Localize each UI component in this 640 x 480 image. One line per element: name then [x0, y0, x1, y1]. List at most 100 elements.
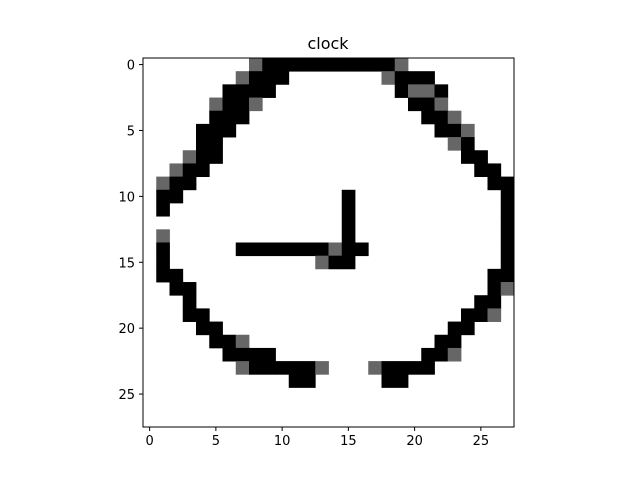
- image-cell: [209, 97, 223, 112]
- image-cell: [421, 347, 435, 362]
- image-cell: [487, 282, 502, 296]
- image-cell: [156, 189, 170, 204]
- y-tick-label: 15: [118, 256, 135, 271]
- image-cell: [368, 361, 382, 375]
- image-cell: [288, 361, 303, 375]
- image-cell: [461, 308, 475, 322]
- image-cell: [328, 242, 343, 257]
- image-cell: [315, 242, 329, 257]
- image-cell: [381, 71, 396, 85]
- image-cell: [421, 71, 435, 85]
- image-cell: [209, 123, 223, 138]
- image-cell: [235, 347, 250, 362]
- image-cell: [394, 84, 409, 98]
- image-cell: [222, 84, 237, 98]
- image-cell: [169, 163, 184, 178]
- image-cell: [196, 321, 210, 336]
- image-cell: [222, 110, 237, 125]
- image-cell: [156, 229, 170, 243]
- image-cell: [341, 255, 356, 270]
- image-cell: [262, 361, 276, 375]
- image-cell: [500, 268, 515, 283]
- image-cell: [315, 361, 329, 375]
- image-cell: [408, 71, 422, 85]
- image-cell: [275, 58, 290, 72]
- image-cell: [288, 374, 303, 388]
- image-cell: [487, 163, 502, 178]
- image-cell: [315, 255, 329, 270]
- image-cell: [209, 110, 223, 125]
- plot-frame: [142, 57, 515, 428]
- image-cell: [156, 268, 170, 283]
- image-cell: [302, 242, 316, 257]
- image-cell: [408, 97, 422, 112]
- image-cell: [487, 176, 502, 191]
- x-tick-label: 10: [274, 434, 291, 449]
- image-cell: [355, 242, 369, 257]
- y-tick-label: 0: [127, 59, 135, 74]
- image-cell: [156, 176, 170, 191]
- image-cell: [235, 361, 250, 375]
- x-tick-label: 5: [212, 434, 220, 449]
- image-cell: [156, 255, 170, 270]
- image-cell: [500, 176, 515, 191]
- image-cell: [434, 97, 449, 112]
- image-cell: [447, 110, 462, 125]
- image-cell: [487, 295, 502, 309]
- image-cell: [222, 123, 237, 138]
- image-cell: [235, 242, 250, 257]
- image-cell: [182, 282, 197, 296]
- image-cell: [235, 110, 250, 125]
- image-cell: [500, 189, 515, 204]
- image-cell: [182, 176, 197, 191]
- image-cell: [156, 202, 170, 217]
- image-cell: [182, 308, 197, 322]
- image-cell: [341, 229, 356, 243]
- image-cell: [235, 97, 250, 112]
- image-cell: [421, 361, 435, 375]
- image-cell: [434, 347, 449, 362]
- image-cell: [341, 189, 356, 204]
- image-cell: [461, 123, 475, 138]
- image-cell: [474, 163, 488, 178]
- image-cell: [434, 84, 449, 98]
- image-cell: [209, 137, 223, 151]
- image-cell: [196, 123, 210, 138]
- image-cell: [500, 202, 515, 217]
- image-cell: [447, 334, 462, 349]
- image-cell: [474, 150, 488, 164]
- image-cell: [156, 242, 170, 257]
- image-cell: [262, 58, 276, 72]
- image-cell: [288, 242, 303, 257]
- image-cell: [381, 374, 396, 388]
- image-cell: [421, 84, 435, 98]
- image-cell: [235, 84, 250, 98]
- image-cell: [169, 176, 184, 191]
- image-cell: [434, 110, 449, 125]
- image-cell: [434, 123, 449, 138]
- image-cell: [209, 334, 223, 349]
- image-cell: [249, 71, 263, 85]
- image-cell: [447, 347, 462, 362]
- image-cell: [447, 137, 462, 151]
- image-cell: [421, 110, 435, 125]
- image-cell: [169, 282, 184, 296]
- image-cell: [487, 268, 502, 283]
- image-cell: [500, 242, 515, 257]
- image-cell: [275, 361, 290, 375]
- image-cell: [209, 321, 223, 336]
- image-cell: [196, 308, 210, 322]
- image-cell: [341, 242, 356, 257]
- image-cell: [394, 361, 409, 375]
- image-cell: [341, 58, 356, 72]
- image-cell: [262, 71, 276, 85]
- image-pixels: [156, 58, 515, 388]
- y-tick-label: 20: [118, 322, 135, 337]
- x-tick-label: 15: [340, 434, 357, 449]
- image-cell: [249, 361, 263, 375]
- image-cell: [235, 71, 250, 85]
- y-tick-label: 5: [127, 124, 135, 139]
- image-cell: [461, 137, 475, 151]
